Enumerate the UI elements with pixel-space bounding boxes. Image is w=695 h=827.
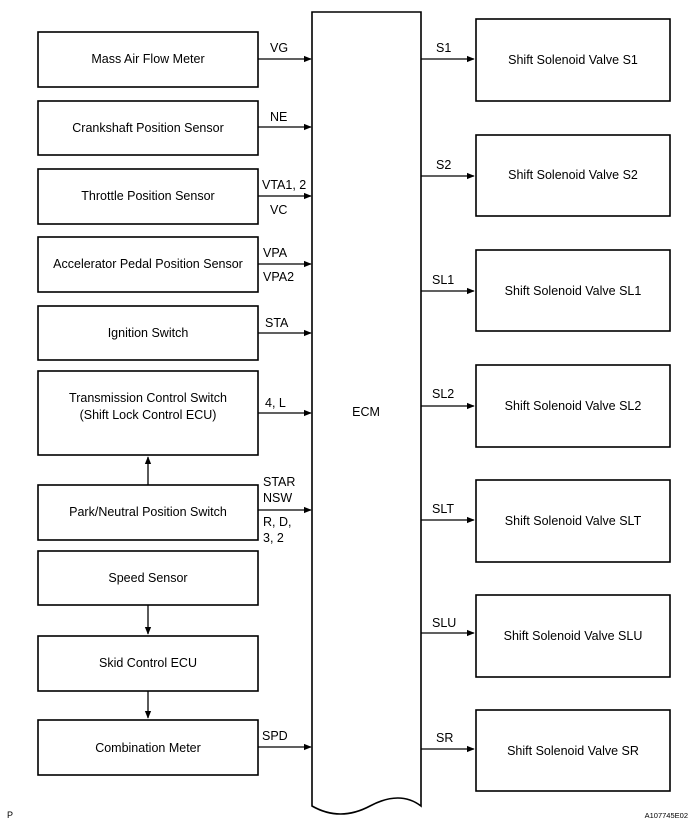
- signal-label-b: VC: [270, 203, 287, 217]
- output-label: Shift Solenoid Valve S2: [508, 168, 638, 182]
- input-label: Combination Meter: [95, 741, 201, 755]
- ecm-label: ECM: [352, 405, 380, 419]
- input-label: Speed Sensor: [108, 571, 187, 585]
- ecm-block: [311, 11, 422, 815]
- output-shift-solenoid-valve-sl1: Shift Solenoid Valve SL1 SL1: [421, 249, 671, 332]
- output-label: Shift Solenoid Valve SL2: [505, 399, 642, 413]
- input-label: Accelerator Pedal Position Sensor: [53, 257, 243, 271]
- input-park-neutral-position-switch: Park/Neutral Position Switch STAR NSW R,…: [37, 475, 312, 545]
- input-label: Ignition Switch: [108, 326, 189, 340]
- output-shift-solenoid-valve-slu: Shift Solenoid Valve SLU SLU: [421, 594, 671, 678]
- signal-label: S1: [436, 41, 451, 55]
- input-throttle-position-sensor: Throttle Position Sensor VTA1, 2 VC: [37, 168, 312, 225]
- input-label: Park/Neutral Position Switch: [69, 505, 227, 519]
- output-label: Shift Solenoid Valve SL1: [505, 284, 642, 298]
- input-label: Skid Control ECU: [99, 656, 197, 670]
- signal-label-1: STAR: [263, 475, 295, 489]
- input-label: Crankshaft Position Sensor: [72, 121, 223, 135]
- signal-label: SL1: [432, 273, 454, 287]
- output-label: Shift Solenoid Valve SLT: [505, 514, 642, 528]
- input-label-line1: Transmission Control Switch: [69, 391, 227, 405]
- input-label-line2: (Shift Lock Control ECU): [80, 408, 217, 422]
- input-crankshaft-position-sensor: Crankshaft Position Sensor NE: [37, 100, 312, 156]
- input-skid-control-ecu: Skid Control ECU: [37, 635, 259, 692]
- signal-label: NE: [270, 110, 287, 124]
- input-accelerator-pedal-position-sensor: Accelerator Pedal Position Sensor VPA VP…: [37, 236, 312, 293]
- output-shift-solenoid-valve-slt: Shift Solenoid Valve SLT SLT: [421, 479, 671, 563]
- input-ignition-switch: Ignition Switch STA: [37, 305, 312, 361]
- output-label: Shift Solenoid Valve SR: [507, 744, 639, 758]
- output-shift-solenoid-valve-sl2: Shift Solenoid Valve SL2 SL2: [421, 364, 671, 448]
- input-label: Mass Air Flow Meter: [91, 52, 204, 66]
- signal-label: SL2: [432, 387, 454, 401]
- signal-label-2: NSW: [263, 491, 292, 505]
- input-combination-meter: Combination Meter SPD: [37, 719, 312, 776]
- output-label: Shift Solenoid Valve S1: [508, 53, 638, 67]
- signal-label-a: VTA1, 2: [262, 178, 306, 192]
- signal-label-a: VPA: [263, 246, 288, 260]
- signal-label-3: R, D,: [263, 515, 291, 529]
- output-shift-solenoid-valve-s2: Shift Solenoid Valve S2 S2: [421, 134, 671, 217]
- signal-label: STA: [265, 316, 289, 330]
- input-mass-air-flow-meter: Mass Air Flow Meter VG: [37, 31, 312, 88]
- signal-label-4: 3, 2: [263, 531, 284, 545]
- signal-label: 4, L: [265, 396, 286, 410]
- input-speed-sensor: Speed Sensor: [37, 550, 259, 606]
- figure-code: A107745E02: [645, 811, 688, 820]
- input-label: Throttle Position Sensor: [81, 189, 214, 203]
- signal-label: VG: [270, 41, 288, 55]
- signal-label: SPD: [262, 729, 288, 743]
- signal-label: S2: [436, 158, 451, 172]
- signal-label: SLU: [432, 616, 456, 630]
- signal-label: SLT: [432, 502, 454, 516]
- signal-label-b: VPA2: [263, 270, 294, 284]
- signal-label: SR: [436, 731, 453, 745]
- input-transmission-control-switch: Transmission Control Switch (Shift Lock …: [37, 370, 312, 456]
- output-shift-solenoid-valve-s1: Shift Solenoid Valve S1 S1: [421, 18, 671, 102]
- output-label: Shift Solenoid Valve SLU: [504, 629, 643, 643]
- corner-label-left: P: [7, 810, 13, 820]
- output-shift-solenoid-valve-sr: Shift Solenoid Valve SR SR: [421, 709, 671, 792]
